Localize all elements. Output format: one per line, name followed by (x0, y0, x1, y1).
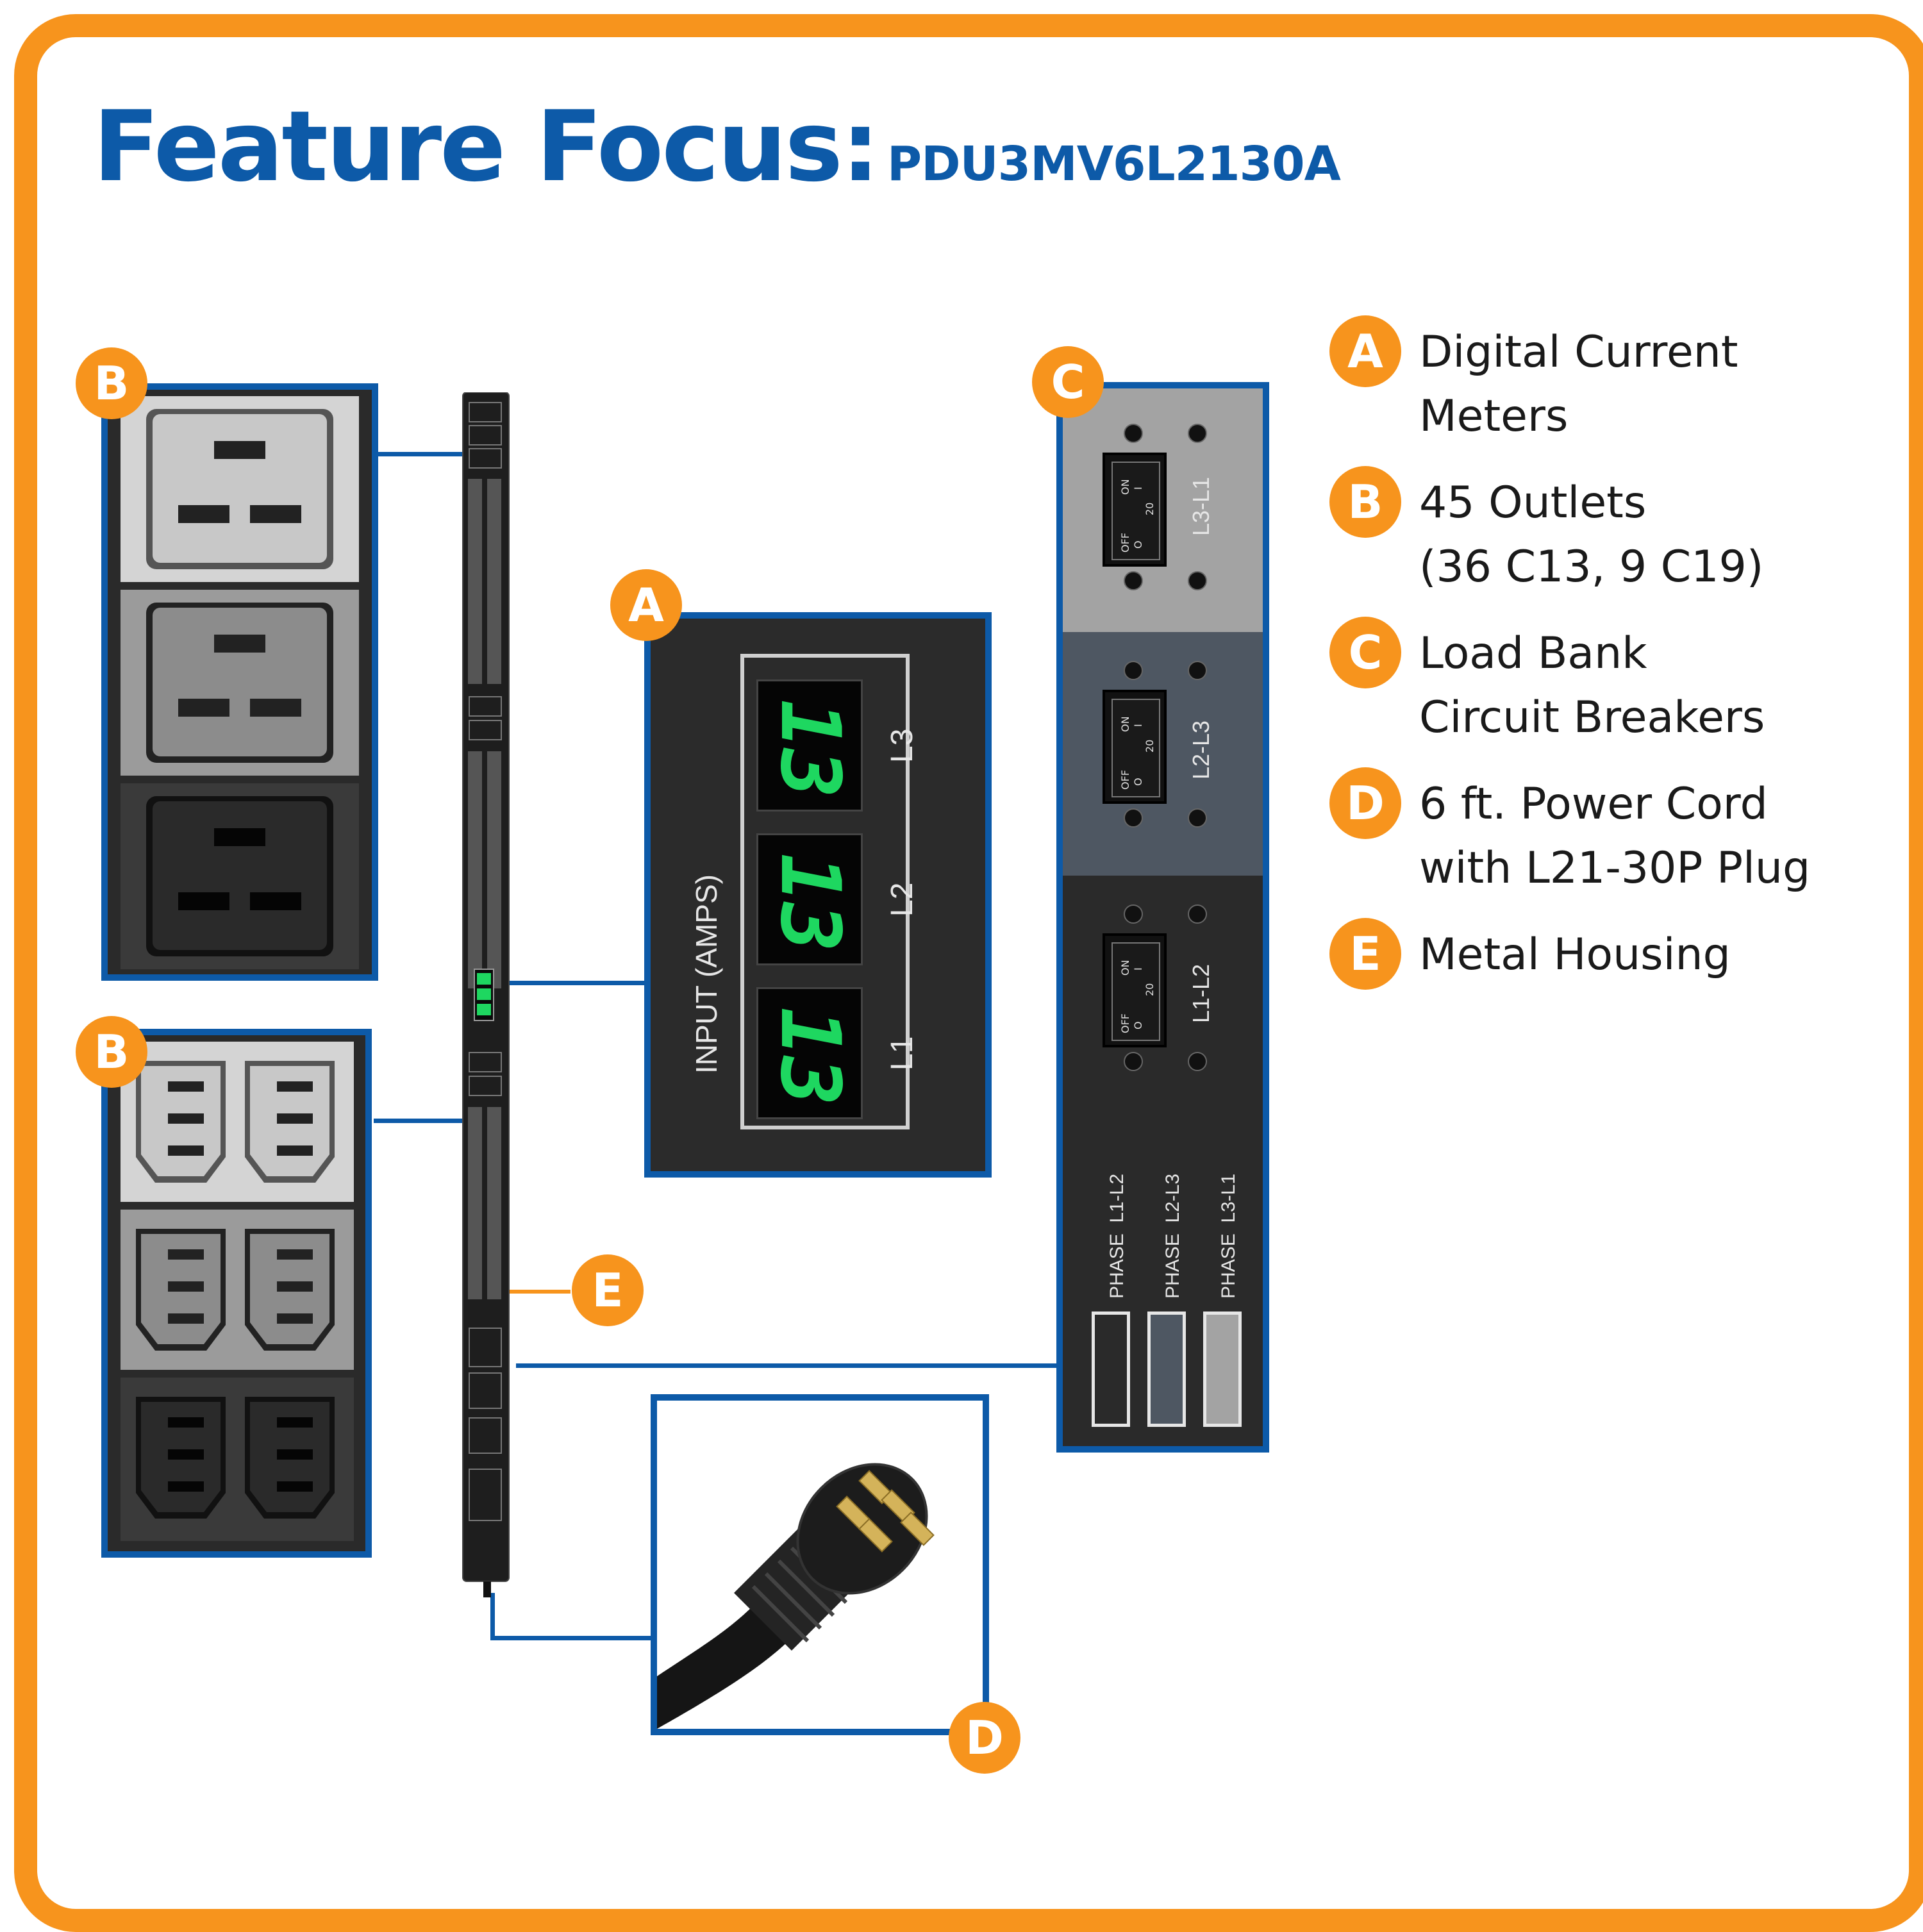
breaker-screws (1124, 424, 1207, 1071)
callout-d: D (949, 1702, 1020, 1774)
meter-phase-l2: L2 (885, 882, 919, 917)
callout-c: C (1032, 346, 1104, 418)
meter-display-l3: 13 (756, 679, 863, 812)
phase-label-l1-l2: PHASE L1-L2 (1106, 1173, 1128, 1299)
connector-d-horizontal (490, 1636, 652, 1640)
c13-outlets-graphic (121, 1042, 354, 1541)
feature-a-badge: A (1329, 315, 1401, 387)
meter-label: INPUT (AMPS) (690, 874, 723, 1074)
connector-e (494, 1290, 570, 1294)
panel-circuit-breakers: ON I 20 OFF O L3-L1 ON I 20 OFF O L2-L3 … (1056, 382, 1269, 1453)
breaker-switch-2[interactable]: ON I 20 OFF O (1103, 690, 1167, 804)
feature-b-line2: (36 C13, 9 C19) (1419, 542, 1764, 592)
connector-c (516, 1363, 1058, 1368)
connector-d-vertical (490, 1593, 495, 1639)
meter-display-l2: 13 (756, 833, 863, 965)
callout-b2: B (76, 1016, 147, 1088)
phase-label-l2-l3: PHASE L2-L3 (1162, 1173, 1183, 1299)
phase-label-l3-l1: PHASE L3-L1 (1218, 1173, 1239, 1299)
feature-d-line2: with L21-30P Plug (1419, 843, 1811, 894)
breaker-switch-1[interactable]: ON I 20 OFF O (1103, 453, 1167, 567)
pdu-strip (462, 392, 510, 1597)
panel-power-cord (651, 1394, 989, 1735)
phase-indicator-l2-l3 (1147, 1312, 1186, 1427)
feature-a-line2: Meters (1419, 391, 1569, 442)
callout-b1: B (76, 347, 147, 419)
breaker-switch-3[interactable]: ON I 20 OFF O (1103, 933, 1167, 1047)
feature-b-line1: 45 Outlets (1419, 478, 1647, 528)
feature-c-badge: C (1329, 617, 1401, 688)
panel-current-meters: INPUT (AMPS) 13 13 13 L3 L2 L1 (644, 612, 992, 1178)
feature-c-line1: Load Bank (1419, 628, 1647, 679)
connector-a (506, 981, 647, 985)
meter-reading-l1: 13 (762, 1007, 858, 1106)
feature-e-line1: Metal Housing (1419, 929, 1731, 980)
meter-reading-l2: 13 (762, 853, 858, 953)
phase-indicator-l3-l1 (1203, 1312, 1242, 1427)
meter-reading-l3: 13 (762, 699, 858, 799)
connector-b1 (377, 452, 468, 456)
feature-b-badge: B (1329, 466, 1401, 538)
power-plug-graphic (657, 1463, 935, 1729)
phase-indicator-l1-l2 (1092, 1312, 1130, 1427)
meter-frame (740, 654, 910, 1129)
title-main: Feature Focus: (93, 90, 880, 203)
title-model: PDU3MV6L2130A (887, 137, 1341, 192)
meter-display-l1: 13 (756, 987, 863, 1119)
panel-c19-outlets (101, 383, 378, 981)
panel-c13-outlets (101, 1029, 372, 1558)
page-title: Feature Focus:PDU3MV6L2130A (93, 90, 1341, 203)
feature-d-badge: D (1329, 767, 1401, 839)
connector-b2 (374, 1119, 468, 1123)
feature-d-line1: 6 ft. Power Cord (1419, 779, 1768, 829)
feature-a-line1: Digital Current (1419, 327, 1738, 378)
feature-e-badge: E (1329, 918, 1401, 990)
callout-a: A (610, 569, 682, 641)
callout-e: E (572, 1254, 644, 1326)
c19-outlets-graphic (121, 396, 359, 969)
feature-c-line2: Circuit Breakers (1419, 692, 1765, 743)
meter-phase-l3: L3 (885, 728, 919, 763)
meter-phase-l1: L1 (885, 1036, 919, 1070)
